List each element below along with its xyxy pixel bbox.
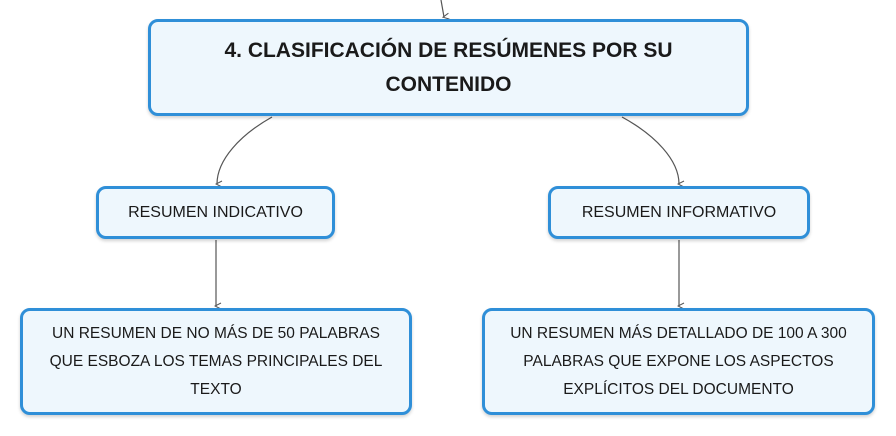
incoming-connector (440, 0, 444, 17)
description-node-indicativo[interactable]: UN RESUMEN DE NO MÁS DE 50 PALABRAS QUE … (20, 308, 412, 415)
category-node-informativo[interactable]: RESUMEN INFORMATIVO (548, 186, 810, 239)
category-node-indicativo[interactable]: RESUMEN INDICATIVO (96, 186, 335, 239)
root-topic-node[interactable]: 4. CLASIFICACIÓN DE RESÚMENES POR SU CON… (148, 19, 749, 116)
connector-root-to-indicativo (217, 116, 273, 184)
connector-root-to-informativo (621, 116, 679, 184)
description-text-informativo: UN RESUMEN MÁS DETALLADO DE 100 A 300 PA… (510, 324, 847, 398)
root-topic-text: 4. CLASIFICACIÓN DE RESÚMENES POR SU CON… (224, 38, 673, 96)
description-text-indicativo: UN RESUMEN DE NO MÁS DE 50 PALABRAS QUE … (49, 324, 383, 398)
description-node-informativo[interactable]: UN RESUMEN MÁS DETALLADO DE 100 A 300 PA… (482, 308, 875, 415)
category-label-indicativo: RESUMEN INDICATIVO (128, 203, 303, 221)
category-label-informativo: RESUMEN INFORMATIVO (581, 203, 777, 221)
